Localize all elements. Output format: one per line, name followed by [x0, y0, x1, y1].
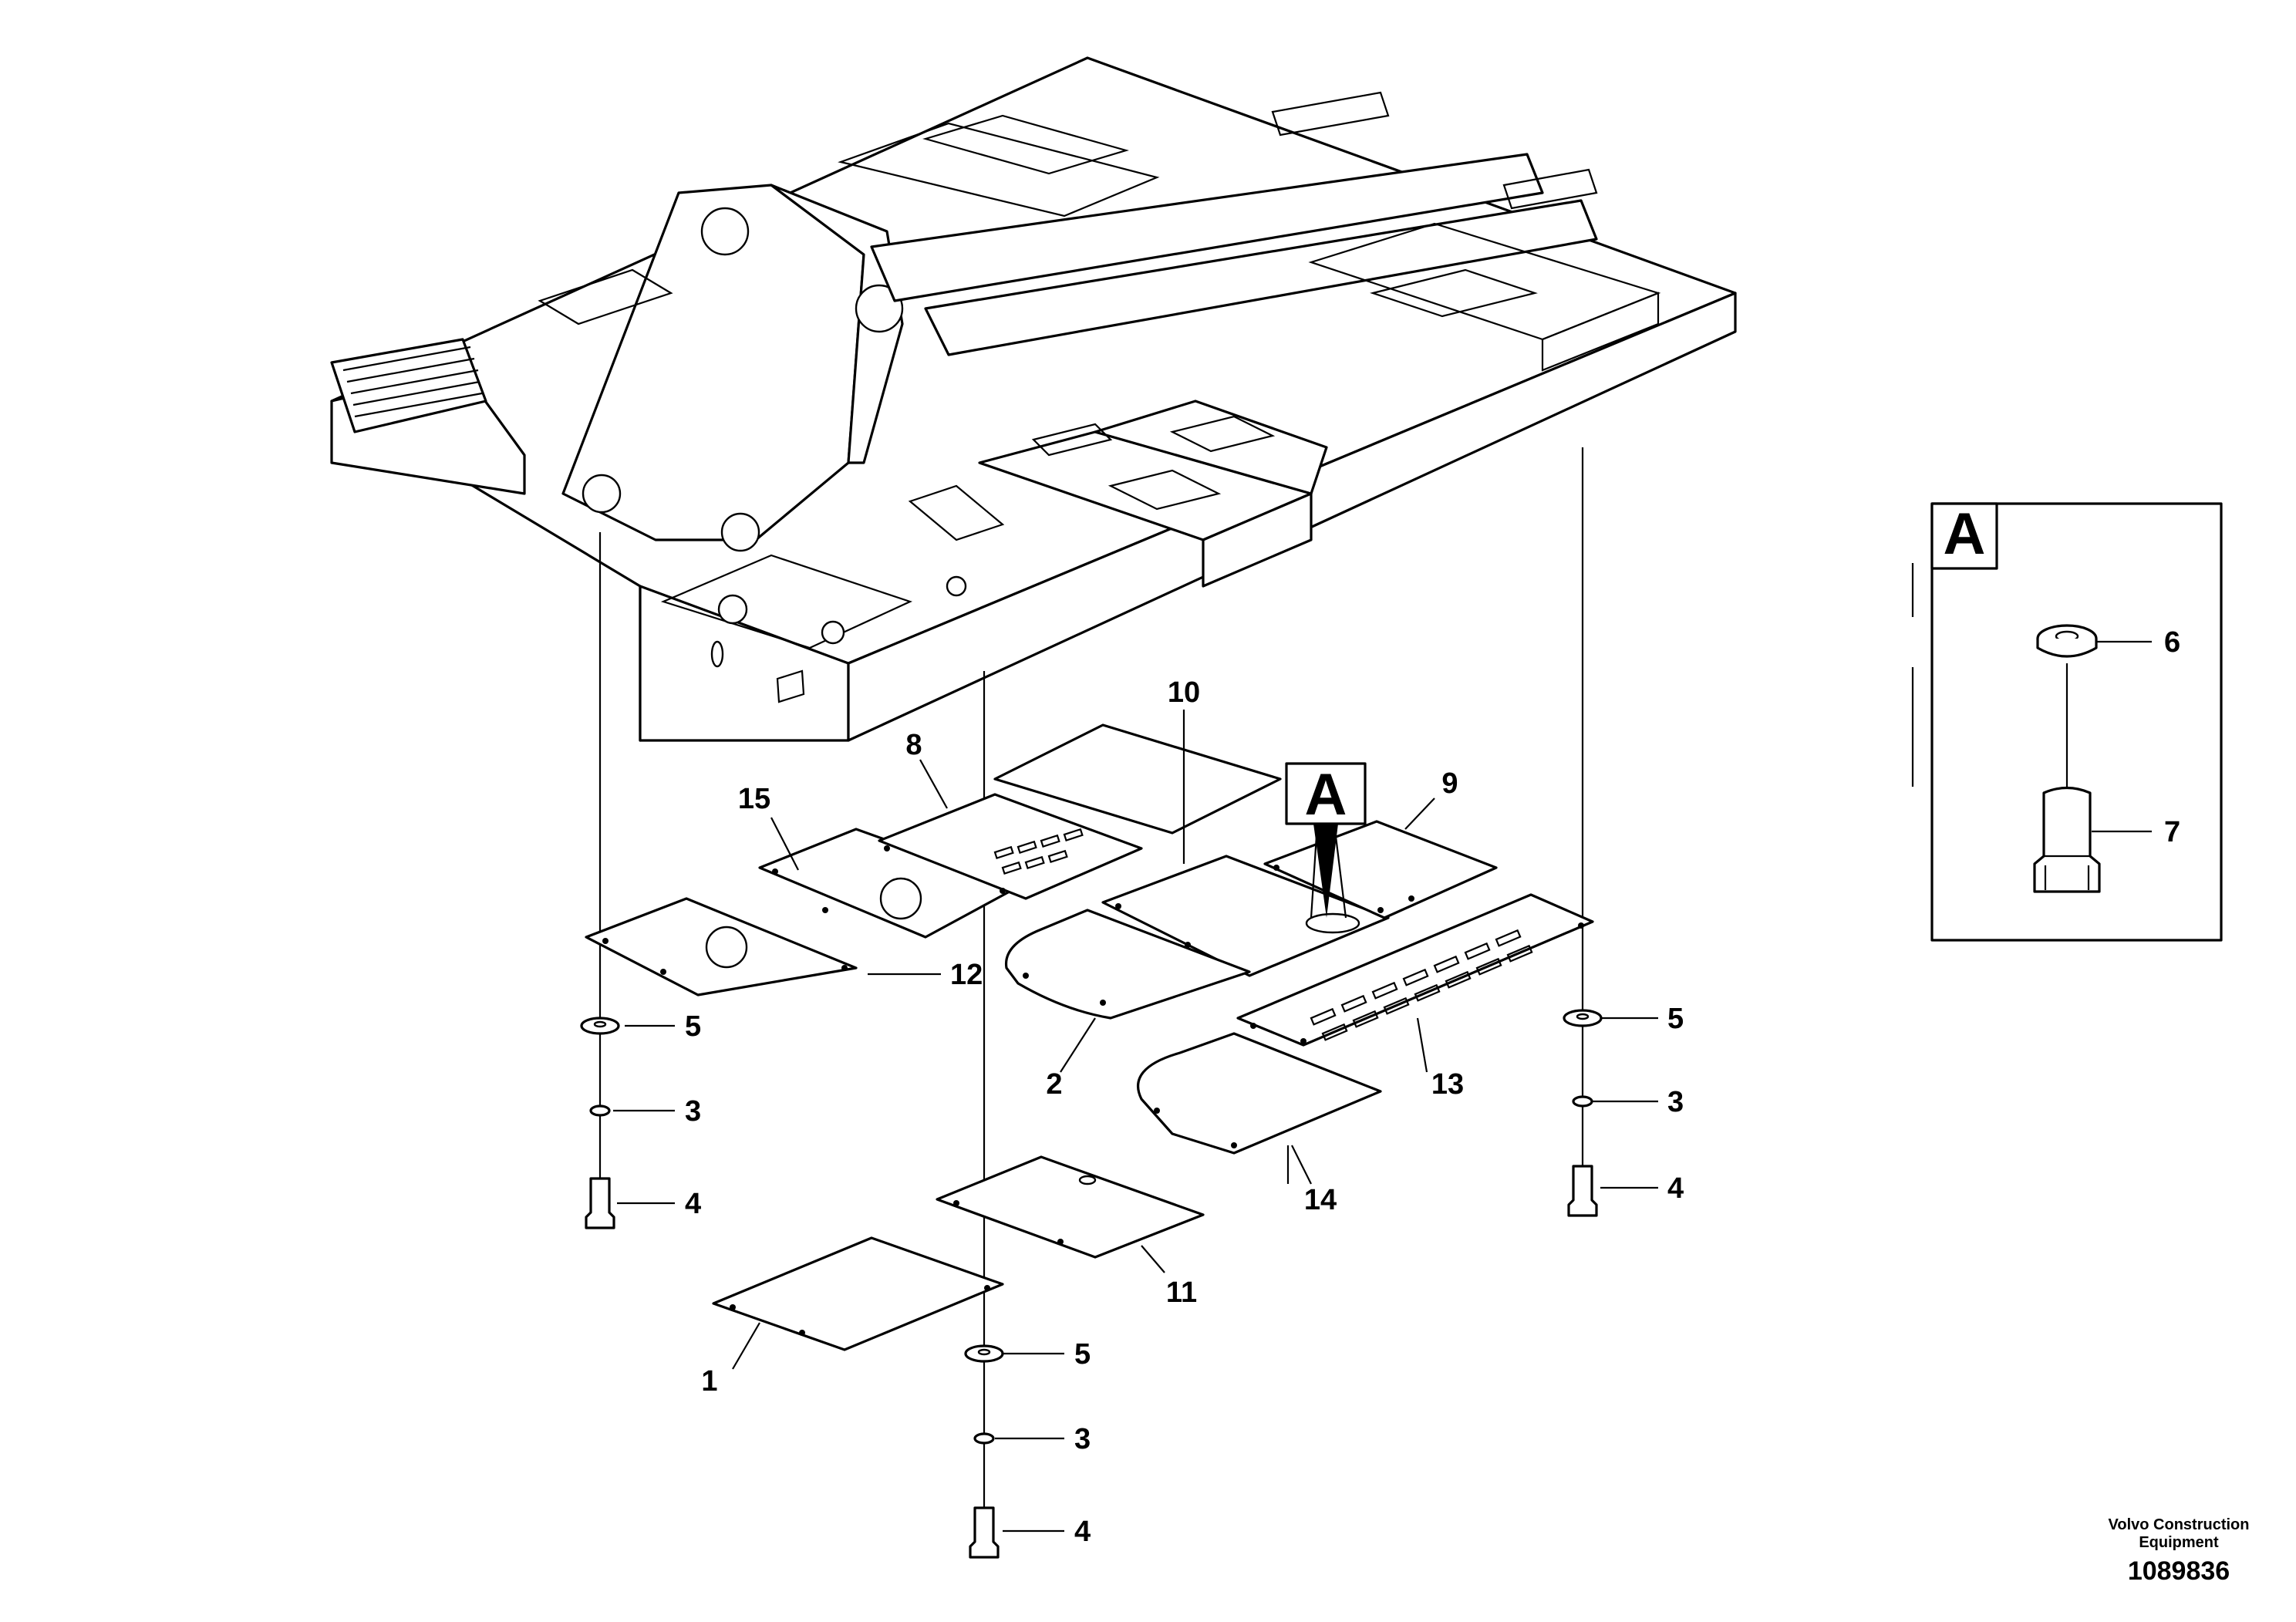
callout-5-right: 5 [1667, 1003, 1684, 1035]
lock-washer-3-right [1572, 1095, 1593, 1108]
callout-15: 15 [738, 783, 770, 815]
cover-1 [712, 1236, 1004, 1351]
brand-line-2: Equipment [2139, 1534, 2219, 1551]
lock-washer-3-middle [973, 1432, 995, 1445]
bolt-7 [2033, 786, 2101, 893]
callout-4-middle: 4 [1074, 1516, 1091, 1548]
callout-9: 9 [1441, 767, 1458, 800]
detail-box-letter: A [1944, 501, 1986, 567]
cover-11 [936, 1155, 1205, 1259]
hardware-stack-middle [964, 1344, 1004, 1559]
callout-3-left: 3 [685, 1095, 701, 1128]
callout-3-right: 3 [1667, 1086, 1684, 1118]
upper-frame [330, 56, 1737, 742]
bottom-covers [585, 723, 1594, 1351]
bolt-4-left [585, 1177, 615, 1229]
hardware-stack-left [580, 1017, 620, 1229]
cover-13 [1236, 893, 1594, 1047]
callout-11: 11 [1166, 1276, 1197, 1309]
cover-10 [1101, 855, 1390, 977]
hardware-stack-right [1563, 1009, 1603, 1217]
callout-1: 1 [701, 1365, 717, 1398]
callout-3-middle: 3 [1074, 1423, 1091, 1455]
callout-7: 7 [2164, 816, 2180, 848]
callout-13: 13 [1431, 1068, 1464, 1101]
brand-line-1: Volvo Construction [2109, 1516, 2250, 1533]
callout-leaders [613, 710, 1658, 1533]
detail-box-a: A [1930, 501, 2223, 942]
document-number: 1089836 [2128, 1556, 2230, 1586]
callout-10: 10 [1168, 676, 1200, 709]
detail-marker-a: A [1285, 762, 1367, 919]
cover-2 [1004, 909, 1251, 1020]
callout-5-left: 5 [685, 1010, 701, 1043]
callout-4-right: 4 [1667, 1172, 1684, 1205]
cover-14 [1137, 1032, 1382, 1155]
callout-8: 8 [905, 729, 922, 761]
callout-6: 6 [2164, 626, 2180, 659]
callout-12: 12 [950, 959, 983, 991]
callout-4-left: 4 [685, 1188, 701, 1220]
callout-5-middle: 5 [1074, 1338, 1091, 1371]
detail-marker-letter: A [1305, 762, 1347, 828]
footer: Volvo Construction Equipment 1089836 [2109, 1516, 2250, 1586]
bolt-4-right [1567, 1165, 1598, 1217]
callout-2: 2 [1046, 1068, 1062, 1101]
callout-numbers: 15 8 10 9 12 5 3 4 2 13 14 11 1 5 3 4 5 … [685, 626, 2180, 1548]
lock-washer-3-left [589, 1104, 611, 1117]
callout-14: 14 [1304, 1184, 1337, 1216]
bolt-4-middle [969, 1506, 1000, 1559]
